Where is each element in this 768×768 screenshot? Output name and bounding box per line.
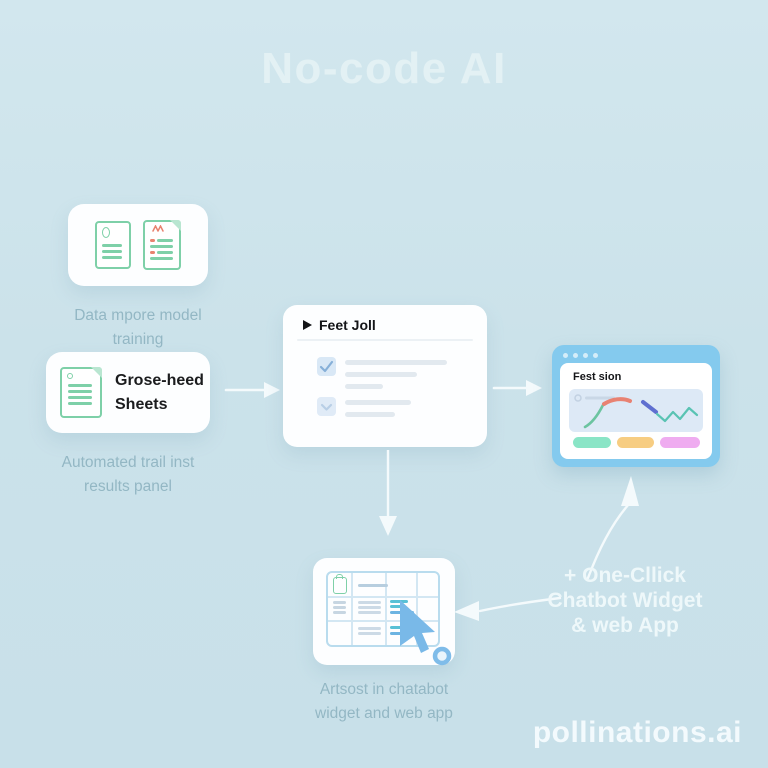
yellow-pill-button [617, 437, 654, 448]
red-scribble-icon [152, 225, 164, 232]
dashboard-panel: Fest sion [560, 363, 712, 459]
checkbox-icon [317, 397, 336, 416]
placeholder-line [345, 372, 417, 377]
grid-widget-caption: Artsost in chatabot widget and web app [315, 681, 453, 723]
data-import-card [68, 204, 208, 286]
divider [297, 339, 473, 341]
cursor-icon [400, 600, 452, 666]
arrow-down-icon [376, 450, 400, 540]
watermark: pollinations.ai [532, 716, 742, 749]
sheets-caption: Automated trail inst results panel [61, 454, 195, 496]
play-icon [303, 320, 312, 330]
placeholder-line [345, 400, 411, 405]
table-grid [326, 571, 440, 647]
sheets-card-title: Grose-heed Sheets [115, 372, 204, 413]
data-import-caption: Data mpore model training [74, 307, 202, 349]
task-panel-header: Feet Joll [303, 317, 376, 333]
arrow-right-icon [224, 379, 282, 401]
mini-chart [569, 389, 703, 432]
task-panel-card: Feet Joll [283, 305, 487, 447]
bag-icon [333, 574, 347, 594]
document-badge [102, 227, 110, 238]
checkbox-checked-icon [317, 357, 336, 376]
document-marked-icon [143, 220, 181, 270]
sheets-card: Grose-heed Sheets [46, 352, 210, 433]
pink-pill-button [660, 437, 700, 448]
arrow-curved-up-icon [578, 468, 648, 580]
document-icon [95, 221, 131, 269]
dashboard-browser-window: Fest sion [552, 345, 720, 467]
browser-dots-icon [563, 353, 598, 358]
grid-widget-card [313, 558, 455, 666]
spreadsheet-icon [60, 367, 102, 418]
placeholder-line [345, 360, 447, 365]
mint-pill-button [573, 437, 611, 448]
arrow-right-icon [492, 377, 544, 399]
arrow-curved-left-icon [450, 592, 562, 628]
placeholder-line [345, 412, 395, 417]
folded-corner [91, 367, 102, 378]
dashboard-title: Fest sion [573, 371, 622, 383]
placeholder-line [345, 384, 383, 389]
one-click-label: + One-Cllick Chatbot Widget & web App [547, 564, 703, 637]
page-title: No-code AI [261, 44, 507, 93]
folded-corner [170, 220, 181, 231]
